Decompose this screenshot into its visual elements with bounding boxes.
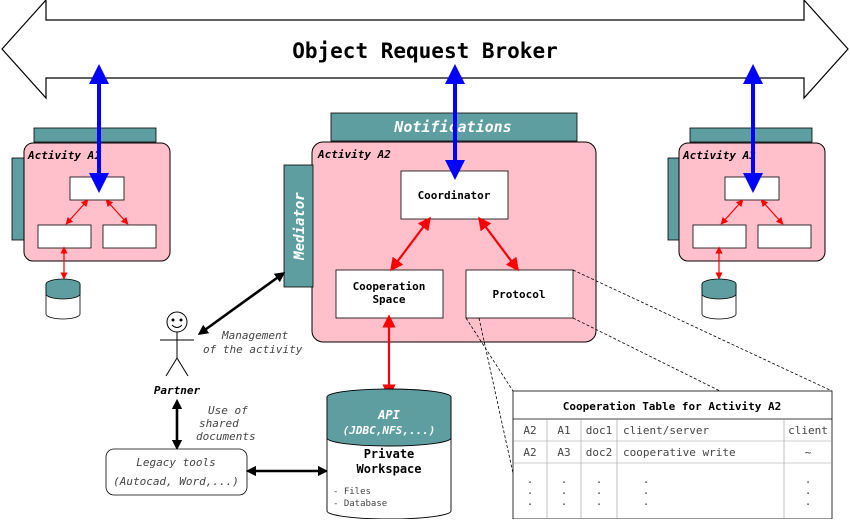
table-cell: client/server — [623, 424, 709, 437]
notifications-label: Notifications — [393, 118, 511, 136]
table-dot: . — [527, 473, 534, 486]
a3-arrow-left — [720, 199, 744, 225]
table-cell: A2 — [523, 446, 536, 459]
a3-space-box — [692, 224, 747, 249]
a1-space-box — [37, 224, 92, 249]
activity-a1-label: Activity A1 — [27, 149, 101, 162]
workspace-item-files: - Files — [333, 487, 371, 497]
partner-label: Partner — [154, 384, 201, 397]
table-cell: doc2 — [586, 446, 613, 459]
table-dot: . — [805, 495, 812, 508]
activity-a3-label: Activity A3 — [682, 149, 756, 162]
private-workspace: API (JDBC,NFS,...) Private Workspace - F… — [326, 388, 452, 520]
a1-arrow-left — [65, 199, 89, 225]
management-label-2: of the activity — [203, 343, 303, 356]
object-request-broker: Object Request Broker — [1, 0, 849, 100]
table-dot: . — [527, 484, 534, 497]
api-label: API — [377, 408, 400, 422]
table-dot: . — [561, 473, 568, 486]
a3-database-icon — [701, 278, 737, 320]
table-dot: . — [561, 495, 568, 508]
cooperation-space-label-1: Cooperation — [353, 280, 426, 293]
table-cell: A3 — [557, 446, 570, 459]
table-cell: ~ — [805, 446, 812, 459]
table-dot: . — [805, 473, 812, 486]
workspace-title-2: Workspace — [356, 462, 421, 476]
table-dot: . — [527, 495, 534, 508]
protocol-box — [465, 269, 574, 319]
table-dot: . — [643, 484, 650, 497]
coordinator-label: Coordinator — [418, 189, 491, 202]
table-dot: . — [596, 484, 603, 497]
broker-title: Object Request Broker — [292, 39, 558, 63]
workspace-title-1: Private — [364, 447, 415, 461]
table-cell: client — [788, 424, 828, 437]
table-dot: . — [643, 473, 650, 486]
cooperation-space-label-2: Space — [372, 293, 405, 306]
a3-arrow-right — [760, 199, 784, 225]
coordinator-protocol-arrow — [478, 216, 519, 272]
table-cell: cooperative write — [623, 446, 736, 459]
cooperation-table: Cooperation Table for Activity A2 A2 A1 … — [512, 390, 833, 520]
table-dot: . — [596, 495, 603, 508]
workspace-item-database: - Database — [333, 499, 387, 509]
management-label-1: Management — [221, 329, 289, 342]
partner-mediator-arrow — [197, 271, 286, 336]
a1-protocol-box — [102, 224, 157, 249]
table-dot: . — [805, 484, 812, 497]
use-label-1: Use of — [208, 404, 248, 417]
table-dot: . — [643, 495, 650, 508]
coordinator-space-arrow — [390, 216, 431, 272]
legacy-tools-label-1: Legacy tools — [136, 456, 215, 469]
partner-head-icon — [166, 311, 188, 333]
use-label-3: documents — [196, 430, 256, 443]
table-cell: A1 — [557, 424, 570, 437]
a3-protocol-box — [757, 224, 812, 249]
use-label-2: shared — [199, 417, 239, 430]
activity-a2-label: Activity A2 — [317, 148, 391, 161]
a1-arrow-right — [105, 199, 129, 225]
table-dot: . — [596, 473, 603, 486]
mediator-label: Mediator — [292, 192, 308, 261]
legacy-tools-label-2: (Autocad, Word,...) — [113, 475, 239, 488]
cooperation-space-box — [335, 269, 444, 319]
activity-a3: Activity A3 — [667, 127, 826, 320]
activity-a2: Notifications Mediator Activity A2 Coord… — [283, 112, 597, 343]
activity-a1: Activity A1 — [11, 127, 171, 320]
protocol-label: Protocol — [493, 288, 546, 301]
coop-table-title: Cooperation Table for Activity A2 — [563, 400, 782, 413]
partner-figure — [160, 311, 194, 377]
table-cell: doc1 — [586, 424, 613, 437]
mediator-bar — [283, 164, 314, 288]
api-sub-label: (JDBC,NFS,...) — [343, 424, 436, 437]
table-cell: A2 — [523, 424, 536, 437]
table-dot: . — [561, 484, 568, 497]
a1-database-icon — [45, 278, 81, 320]
